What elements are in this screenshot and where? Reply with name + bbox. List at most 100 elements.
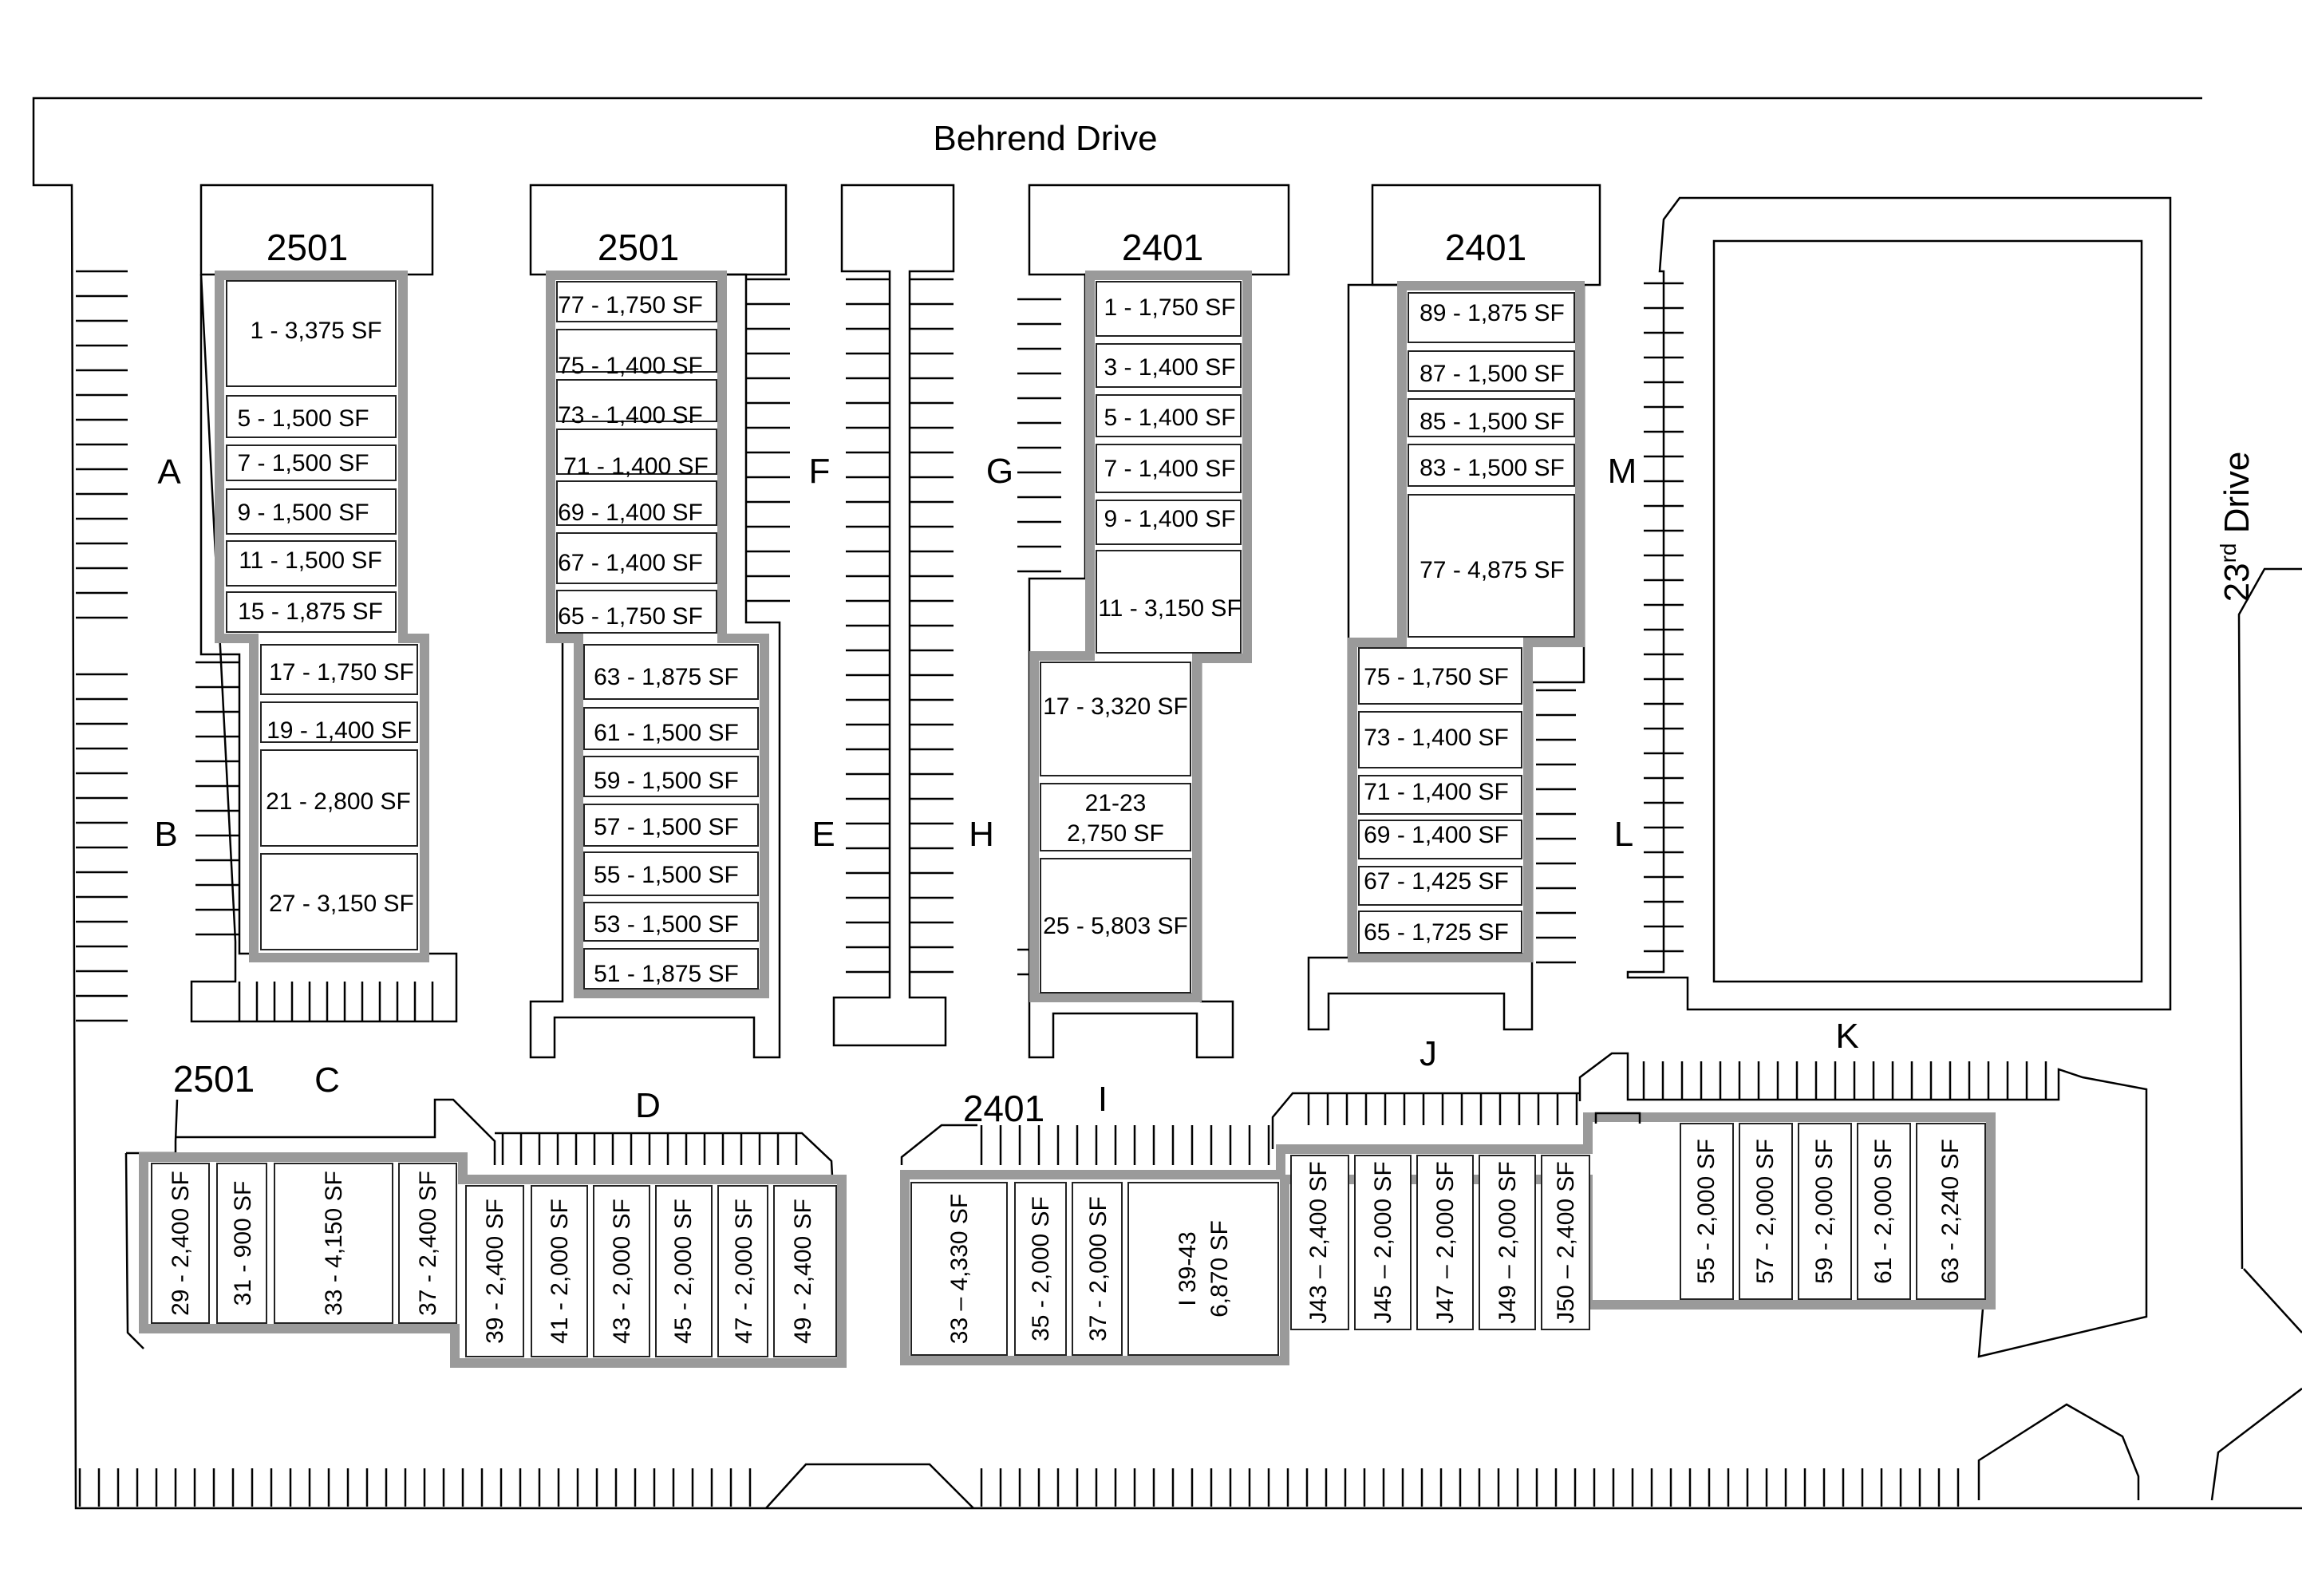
row-label-g: G [986, 452, 1013, 491]
unit-label: 69 - 1,400 SF [1364, 822, 1509, 848]
row-label-c: C [314, 1061, 340, 1100]
row-label-k: K [1835, 1017, 1858, 1056]
row-label-i: I [1098, 1080, 1108, 1119]
unit-label: 73 - 1,400 SF [1364, 725, 1509, 751]
building-ijk [900, 1052, 2148, 1365]
row-label-f: F [809, 452, 831, 491]
unit-label: J43 – 2,400 SF [1305, 1161, 1332, 1323]
unit-label: 3 - 1,400 SF [1104, 354, 1235, 381]
unit-label: 9 - 1,500 SF [237, 500, 369, 526]
b1-unit-dividers [226, 280, 418, 950]
unit-label: 5 - 1,500 SF [237, 405, 369, 432]
building-2401-east [1307, 184, 1601, 1031]
unit-label: 17 - 1,750 SF [269, 659, 414, 685]
unit-label: 45 - 2,000 SF [670, 1199, 697, 1344]
ijk-unit-dividers [910, 1123, 1986, 1356]
unit-label: I 39-43 [1175, 1231, 1201, 1306]
unit-label: 57 - 2,000 SF [1752, 1139, 1779, 1284]
unit-label: 27 - 3,150 SF [269, 891, 414, 917]
unit-label: 35 - 2,000 SF [1028, 1196, 1054, 1341]
row-label-h: H [969, 815, 994, 854]
b2-unit-dividers [556, 281, 759, 990]
unit-label: 67 - 1,425 SF [1364, 868, 1509, 895]
unit-label: 75 - 1,400 SF [558, 353, 703, 379]
building-2501-west [190, 184, 458, 1023]
large-pad-ml [1626, 196, 2172, 1011]
unit-label: 17 - 3,320 SF [1043, 693, 1188, 720]
unit-label: 65 - 1,750 SF [558, 603, 703, 630]
unit-label: 21 - 2,800 SF [266, 788, 411, 815]
unit-label: 21-23 [1085, 790, 1147, 816]
unit-label: 47 - 2,000 SF [731, 1199, 757, 1344]
cd-unit-dividers [151, 1163, 837, 1357]
street-behrend-drive: Behrend Drive [933, 119, 1157, 158]
unit-label: 77 - 1,750 SF [558, 292, 703, 318]
address-label: 2501 [598, 227, 679, 268]
unit-label: 61 - 2,000 SF [1870, 1139, 1897, 1284]
address-label: 2401 [1122, 227, 1203, 268]
unit-label: 11 - 3,150 SF [1098, 595, 1242, 622]
unit-label: J45 – 2,000 SF [1370, 1161, 1396, 1323]
unit-label: 63 - 1,875 SF [594, 664, 739, 690]
unit-label: 75 - 1,750 SF [1364, 664, 1509, 690]
row-label-b: B [154, 815, 177, 854]
street-23rd-drive: 23rd Drive [2216, 452, 2257, 602]
unit-label: 57 - 1,500 SF [594, 814, 739, 840]
parking-island-fe [832, 184, 955, 1047]
unit-label: 71 - 1,400 SF [563, 453, 709, 480]
unit-label: 55 - 1,500 SF [594, 862, 739, 888]
unit-label: 85 - 1,500 SF [1420, 409, 1565, 435]
unit-label: 7 - 1,500 SF [237, 450, 369, 476]
unit-label: 83 - 1,500 SF [1420, 455, 1565, 481]
unit-label: 39 - 2,400 SF [482, 1199, 508, 1344]
building-2501-east [529, 184, 788, 1059]
unit-label: 5 - 1,400 SF [1104, 405, 1235, 431]
row-label-d: D [635, 1086, 661, 1125]
street-23rd-suffix: rd [2216, 543, 2241, 563]
unit-label: 15 - 1,875 SF [238, 598, 383, 625]
unit-label: J50 – 2,400 SF [1553, 1161, 1579, 1323]
unit-label: 25 - 5,803 SF [1043, 913, 1188, 939]
unit-label: 53 - 1,500 SF [594, 911, 739, 938]
unit-label: 49 - 2,400 SF [790, 1199, 816, 1344]
unit-label: 31 - 900 SF [230, 1181, 256, 1306]
b4-unit-dividers [1358, 292, 1575, 954]
row-label-a: A [157, 452, 181, 492]
unit-label: 67 - 1,400 SF [558, 550, 703, 576]
unit-label: 1 - 3,375 SF [250, 318, 381, 344]
unit-label: 59 - 2,000 SF [1811, 1139, 1838, 1284]
row-label-m: M [1608, 452, 1637, 491]
unit-label: 11 - 1,500 SF [239, 547, 382, 574]
unit-label: 89 - 1,875 SF [1420, 300, 1565, 326]
address-label: 2401 [1445, 227, 1526, 268]
building-cd [124, 1098, 847, 1368]
unit-label: J47 – 2,000 SF [1432, 1161, 1459, 1323]
unit-label: 71 - 1,400 SF [1364, 779, 1509, 805]
unit-label: 1 - 1,750 SF [1104, 294, 1235, 321]
unit-label: 37 - 2,400 SF [415, 1171, 441, 1316]
unit-label: 61 - 1,500 SF [594, 720, 739, 746]
row-label-j: J [1420, 1034, 1437, 1073]
unit-label: 7 - 1,400 SF [1104, 456, 1235, 482]
building-2401-west [1028, 184, 1290, 1059]
address-label: 2501 [267, 227, 348, 268]
street-23rd-word: Drive [2217, 452, 2257, 543]
street-23rd-number: 23 [2217, 563, 2257, 602]
b3-unit-dividers [1040, 281, 1242, 994]
unit-label: J49 – 2,000 SF [1495, 1161, 1521, 1323]
unit-label: 69 - 1,400 SF [558, 500, 703, 526]
row-label-l: L [1614, 815, 1633, 854]
address-label: 2501 [173, 1058, 255, 1100]
unit-label: 2,750 SF [1067, 820, 1164, 847]
unit-label: 65 - 1,725 SF [1364, 919, 1509, 946]
unit-label: 73 - 1,400 SF [558, 402, 703, 429]
unit-label: 87 - 1,500 SF [1420, 361, 1565, 387]
row-label-e: E [811, 815, 835, 854]
unit-label: 43 - 2,000 SF [609, 1199, 635, 1344]
unit-label: 63 - 2,240 SF [1937, 1139, 1964, 1284]
unit-label: 29 - 2,400 SF [168, 1171, 194, 1316]
unit-label: 77 - 4,875 SF [1420, 557, 1565, 583]
property-outline [32, 97, 2302, 1510]
unit-label: 33 – 4,330 SF [946, 1194, 973, 1344]
